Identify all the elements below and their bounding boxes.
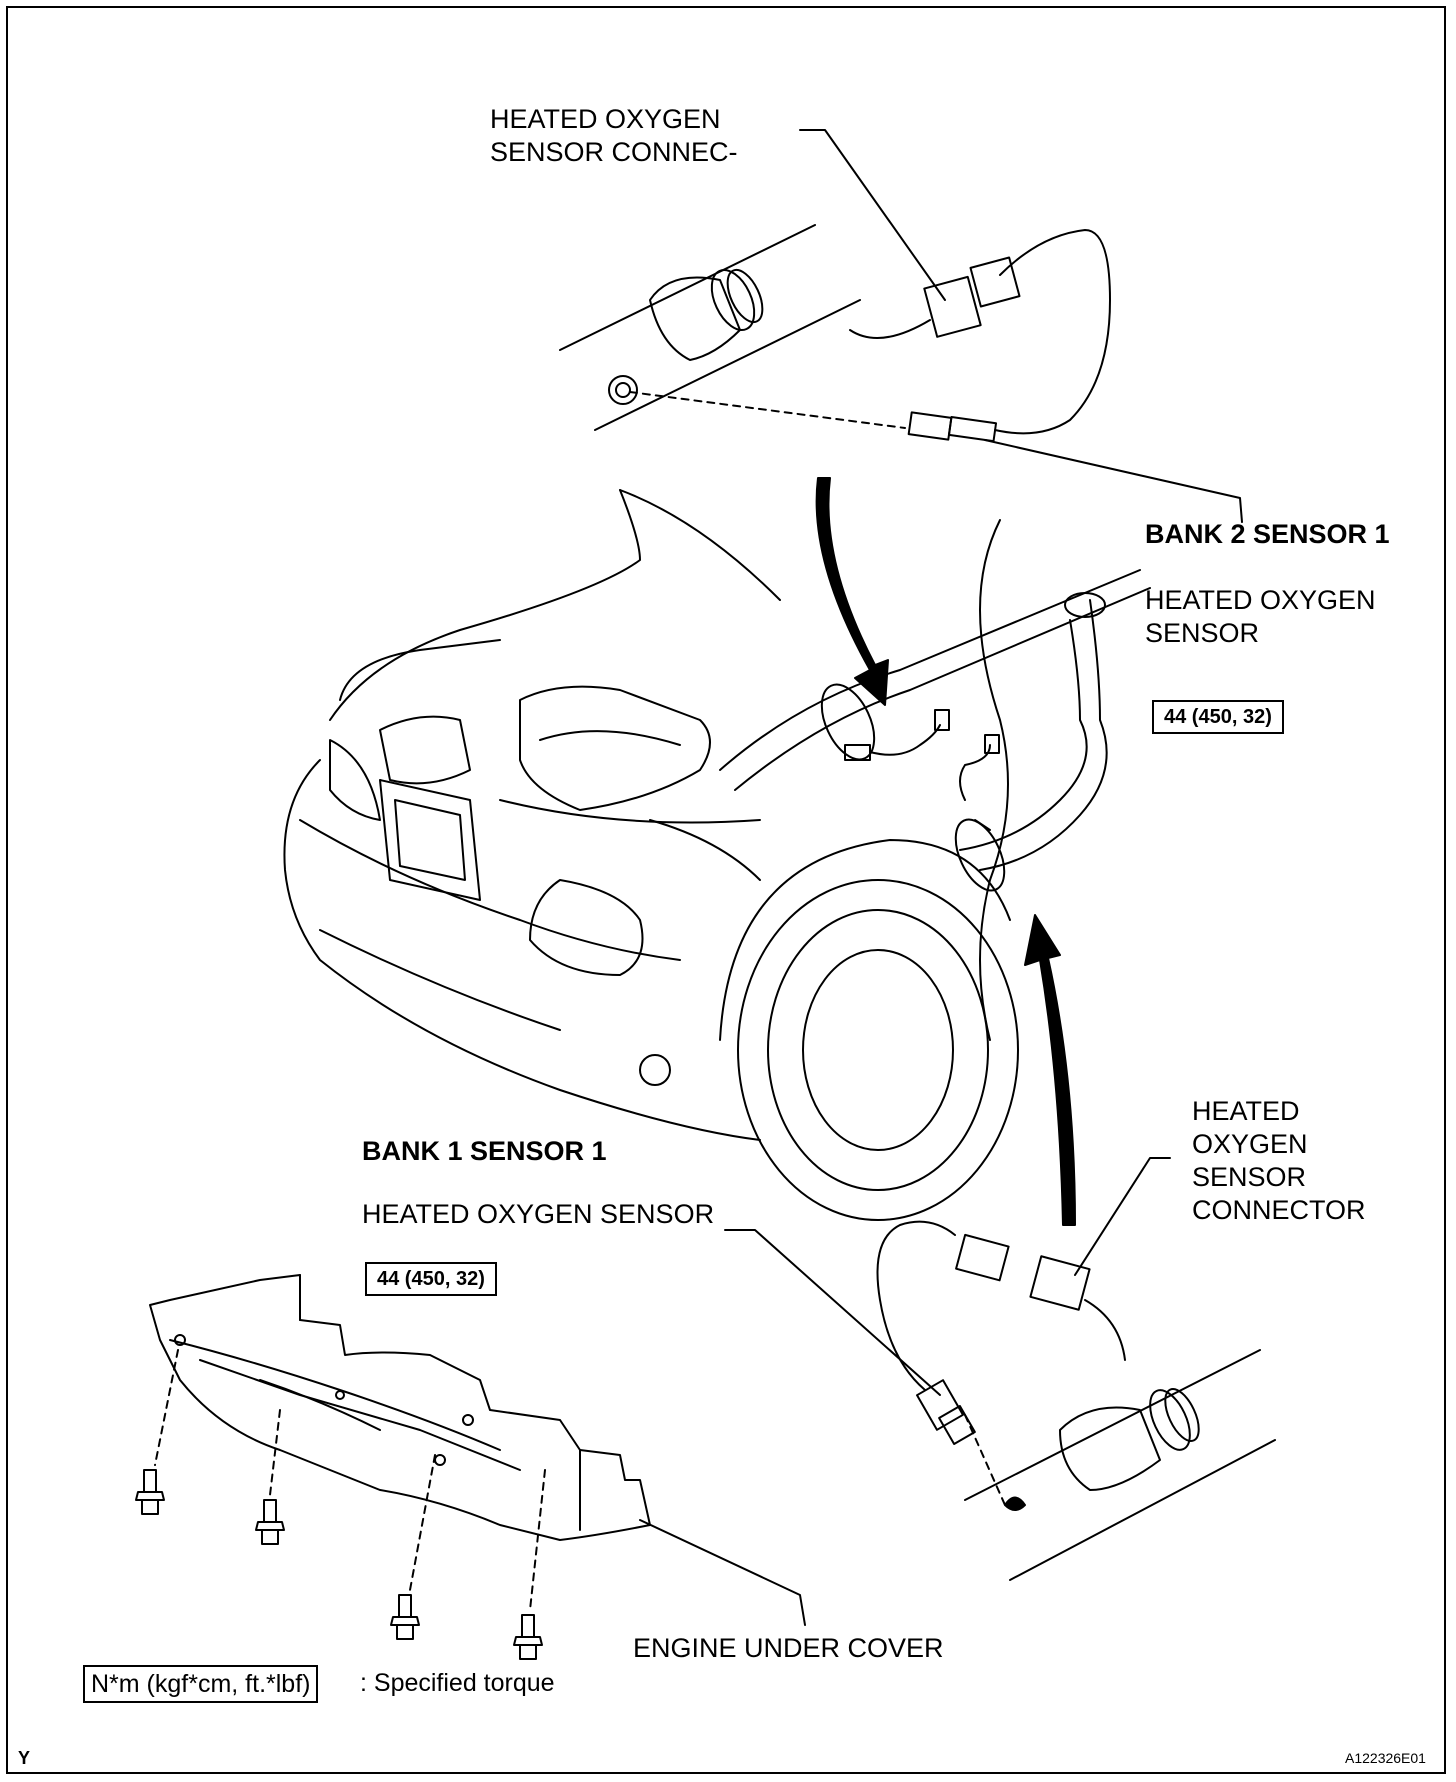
torque-legend-description: : Specified torque <box>360 1669 555 1697</box>
figure-frame <box>6 6 1446 1774</box>
bank1-torque-spec: 44 (450, 32) <box>365 1262 497 1296</box>
bank1-connector-label-line2: OXYGEN <box>1192 1129 1308 1159</box>
engine-under-cover-label: ENGINE UNDER COVER <box>633 1633 944 1663</box>
bank1-connector-label-line1: HEATED <box>1192 1096 1300 1126</box>
bank2-connector-label: HEATED OXYGEN SENSOR CONNEC- <box>490 103 738 169</box>
bank2-connector-leader <box>799 129 946 301</box>
corner-mark: Y <box>18 1748 31 1768</box>
figure-id: A122326E01 <box>1345 1750 1426 1766</box>
torque-legend-unit: N*m (kgf*cm, ft.*lbf) <box>83 1665 319 1703</box>
bank2-install-line <box>629 391 906 429</box>
bank1-connector-label-line4: CONNECTOR <box>1192 1195 1366 1225</box>
bank2-sensor-leader <box>984 439 1243 523</box>
vehicle-exhaust-system <box>719 569 1151 892</box>
bank1-connector-label: HEATED OXYGEN SENSOR CONNECTOR <box>1192 1095 1366 1227</box>
bank2-torque-spec: 44 (450, 32) <box>1152 700 1284 734</box>
bank2-heading: BANK 2 SENSOR 1 <box>1145 519 1390 549</box>
bank1-connector-leader <box>1074 1157 1171 1276</box>
bank1-sensor-leader <box>724 1229 941 1396</box>
bank1-install-line <box>964 1414 1006 1506</box>
bank2-sensor-drawing <box>849 229 1111 443</box>
bank1-exhaust-pipe <box>964 1349 1276 1581</box>
bank2-connector-label-line2: SENSOR CONNEC- <box>490 137 738 167</box>
bank2-direction-arrow <box>815 477 889 706</box>
under-cover-leader <box>639 1519 806 1626</box>
under-cover-bolts <box>135 1349 546 1660</box>
bank1-heading: BANK 1 SENSOR 1 <box>362 1136 607 1166</box>
bank1-connector-label-line3: SENSOR <box>1192 1162 1307 1192</box>
vehicle-body <box>283 489 1019 1221</box>
bank2-connector-label-line1: HEATED OXYGEN <box>490 104 721 134</box>
engine-under-cover-drawing <box>149 1274 651 1541</box>
bank2-sensor-label-line2: SENSOR <box>1145 618 1260 648</box>
bank1-direction-arrow <box>1024 914 1076 1226</box>
bank2-exhaust-pipe <box>559 224 861 431</box>
bank2-sensor-label: HEATED OXYGEN SENSOR <box>1145 584 1376 650</box>
bank1-sensor-label: HEATED OXYGEN SENSOR <box>362 1199 715 1229</box>
bank2-sensor-label-line1: HEATED OXYGEN <box>1145 585 1376 615</box>
